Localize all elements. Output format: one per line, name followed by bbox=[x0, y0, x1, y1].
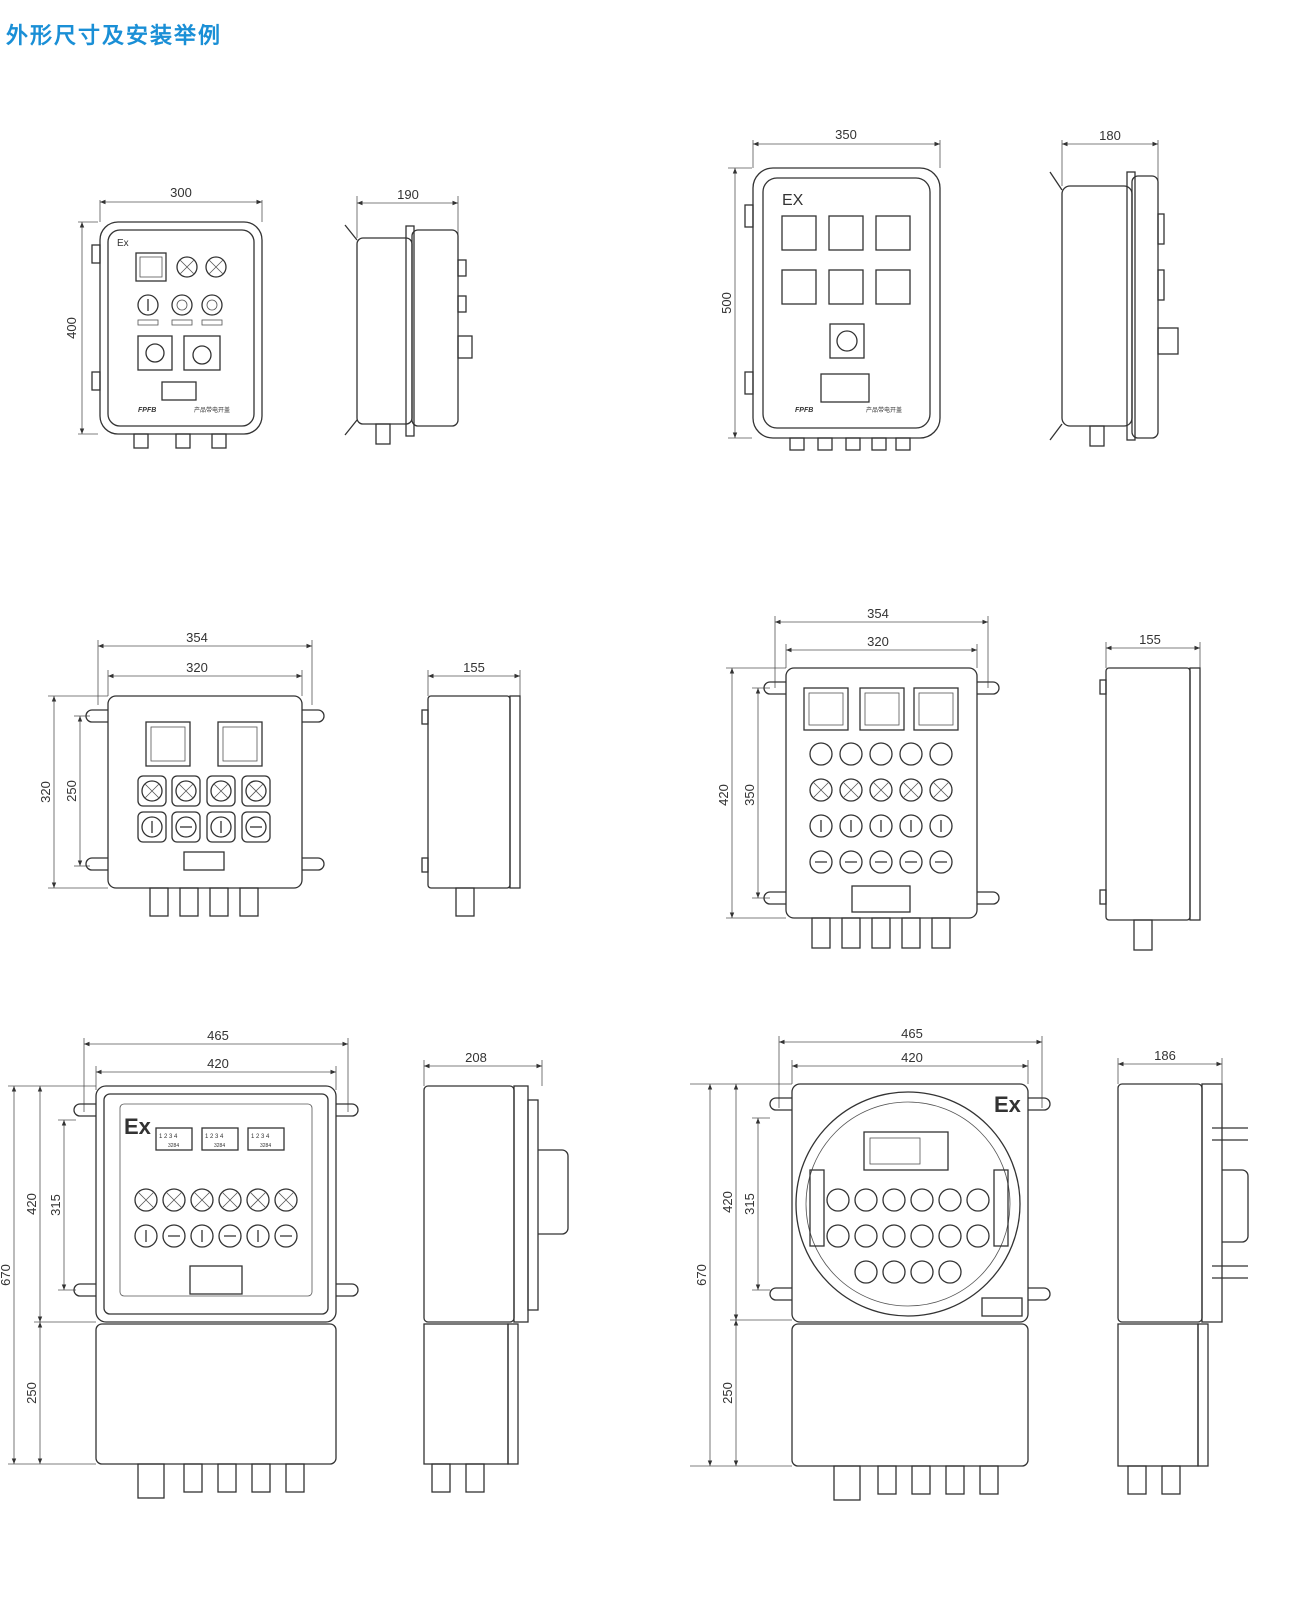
dim-depth: 180 bbox=[1099, 128, 1121, 143]
dim-height-upper: 420 bbox=[720, 1191, 735, 1213]
dim-depth: 186 bbox=[1154, 1048, 1176, 1063]
drawing-5-side: 208 bbox=[423, 1050, 569, 1493]
button-grid bbox=[809, 742, 953, 874]
ex-mark: Ex bbox=[124, 1114, 152, 1139]
dim-height-lower: 250 bbox=[24, 1382, 39, 1404]
caption: 产品带电开盖 bbox=[866, 406, 902, 414]
dim-height-inner: 315 bbox=[48, 1194, 63, 1216]
dim-height-inner: 315 bbox=[742, 1193, 757, 1215]
brand-mark: FPFB bbox=[795, 407, 813, 414]
drawing-2-side: 180 bbox=[1049, 128, 1179, 447]
dim-height-total: 670 bbox=[694, 1264, 709, 1286]
drawing-5-front: 465 420 670 420 250 315 Ex 1 2 3 4 3284 1… bbox=[0, 1028, 359, 1499]
drawing-6-side: 186 bbox=[1117, 1048, 1249, 1495]
dim-width-outer: 465 bbox=[207, 1028, 229, 1043]
dim-depth: 155 bbox=[1139, 632, 1161, 647]
dim-width-inner: 320 bbox=[867, 634, 889, 649]
dim-width-outer: 354 bbox=[867, 606, 889, 621]
dim-height-total: 670 bbox=[0, 1264, 13, 1286]
drawing-1-front: 300 400 Ex FPFB 产品带电开盖 bbox=[64, 185, 263, 449]
dim-height-upper: 420 bbox=[24, 1193, 39, 1215]
dim-height-outer: 420 bbox=[716, 784, 731, 806]
dim-width-outer: 354 bbox=[186, 630, 208, 645]
drawing-6-front: 465 420 670 420 250 315 Ex bbox=[690, 1026, 1051, 1501]
dim-height-inner: 250 bbox=[64, 780, 79, 802]
meter-label: 1 2 3 4 bbox=[205, 1134, 224, 1140]
dim-height-lower: 250 bbox=[720, 1382, 735, 1404]
dim-depth: 190 bbox=[397, 187, 419, 202]
ex-mark: EX bbox=[782, 192, 804, 209]
ex-mark: Ex bbox=[117, 238, 129, 249]
meter-sub-label: 3284 bbox=[168, 1143, 179, 1149]
drawing-4-side: 155 bbox=[1099, 632, 1201, 951]
dim-width: 350 bbox=[835, 127, 857, 142]
drawing-4-front: 354 320 420 350 bbox=[716, 606, 1000, 949]
meter-sub-label: 3284 bbox=[214, 1143, 225, 1149]
dim-height: 400 bbox=[64, 317, 79, 339]
caption: 产品带电开盖 bbox=[194, 406, 230, 414]
drawing-2-front: 350 500 EX FPFB 产品带电开盖 bbox=[719, 127, 941, 451]
meter-label: 1 2 3 4 bbox=[251, 1134, 270, 1140]
page-title: 外形尺寸及安装举例 bbox=[6, 24, 223, 49]
dim-width-inner: 420 bbox=[207, 1056, 229, 1071]
dim-depth: 208 bbox=[465, 1050, 487, 1065]
meter-label: 1 2 3 4 bbox=[159, 1134, 178, 1140]
dim-depth: 155 bbox=[463, 660, 485, 675]
drawing-3-side: 155 bbox=[421, 660, 521, 917]
dim-width-inner: 420 bbox=[901, 1050, 923, 1065]
dim-height-inner: 350 bbox=[742, 784, 757, 806]
dim-width: 300 bbox=[170, 185, 192, 200]
dim-width-outer: 465 bbox=[901, 1026, 923, 1041]
brand-mark: FPFB bbox=[138, 407, 156, 414]
dim-height-outer: 320 bbox=[38, 781, 53, 803]
dim-width-inner: 320 bbox=[186, 660, 208, 675]
drawing-1-side: 190 bbox=[344, 187, 473, 445]
dim-height: 500 bbox=[719, 292, 734, 314]
ex-mark: Ex bbox=[994, 1092, 1022, 1117]
meter-sub-label: 3284 bbox=[260, 1143, 271, 1149]
drawing-3-front: 354 320 320 250 bbox=[38, 630, 325, 917]
